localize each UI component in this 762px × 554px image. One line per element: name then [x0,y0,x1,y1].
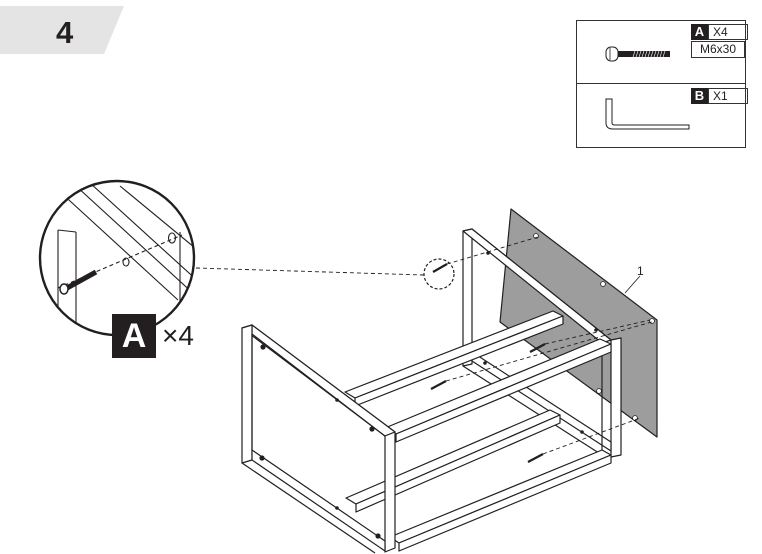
detail-label: A ×4 [112,314,194,358]
part-b-tag: B X1 [691,88,748,104]
bottom-rails [345,409,612,552]
callout-label: 1 [637,264,644,278]
bolt-icon [605,46,670,62]
part-b-quantity: X1 [708,88,748,104]
front-frame [241,324,396,554]
step-number: 4 [56,15,74,50]
detail-bolt-icon [59,269,98,295]
step-tab: 4 [0,6,124,54]
parts-divider [577,83,745,84]
part-a-size: M6x30 [691,41,745,58]
part-b-letter: B [691,88,708,104]
parts-list: A X4 M6x30 B X1 [576,20,748,148]
part-a-tag: A X4 [691,24,748,40]
detail-quantity: ×4 [162,320,194,351]
allen-key-icon [605,98,690,130]
part-a-letter: A [691,24,708,40]
top-rails [344,310,612,443]
highlight-circle [423,258,455,290]
part-a-quantity: X4 [708,24,748,40]
bolt-icon [430,263,546,463]
back-frame [462,228,622,458]
detail-letter: A [112,314,156,358]
